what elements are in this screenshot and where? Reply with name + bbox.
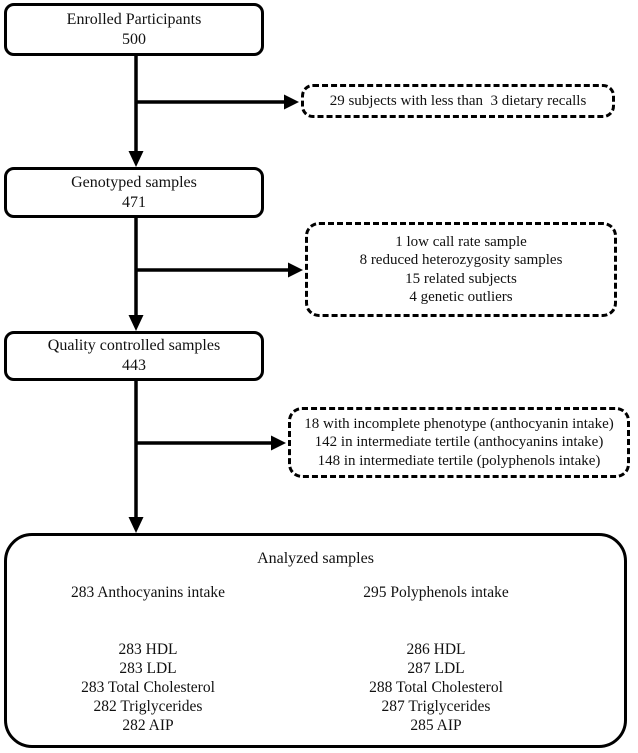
polyphenols-item: 285 AIP [410, 717, 462, 734]
arrowhead-phenotype-exclusion-icon [271, 435, 286, 451]
exclusion-box-phenotype-tertile: 18 with incomplete phenotype (anthocyani… [288, 407, 630, 478]
arrowhead-genotyped-to-quality-icon [128, 315, 144, 331]
polyphenols-intake-header: 295 Polyphenols intake [363, 584, 509, 601]
anthocyanins-item: 282 Triglycerides [93, 698, 203, 715]
box-genotyped-samples: Genotyped samples 471 [4, 167, 264, 218]
enrolled-participants-title: Enrolled Participants [66, 10, 202, 28]
arrowhead-genetic-exclusion-icon [288, 262, 303, 278]
genetic-qc-exclusion-line: 4 genetic outliers [409, 289, 513, 305]
phenotype-exclusion-line: 18 with incomplete phenotype (anthocyani… [304, 415, 614, 432]
box-quality-controlled-samples: Quality controlled samples 443 [4, 331, 264, 381]
analyzed-samples-title: Analyzed samples [257, 550, 374, 567]
box-enrolled-participants: Enrolled Participants 500 [4, 3, 264, 56]
analyzed-column-polyphenols: 295 Polyphenols intake 286 HDL 287 LDL 2… [301, 583, 571, 735]
box-analyzed-samples: Analyzed samples 283 Anthocyanins intake… [4, 533, 627, 748]
anthocyanins-item: 283 Total Cholesterol [81, 679, 215, 696]
genotyped-samples-title: Genotyped samples [71, 173, 197, 191]
genetic-qc-exclusion-line: 1 low call rate sample [395, 233, 527, 250]
anthocyanins-item: 282 AIP [122, 717, 174, 734]
quality-controlled-samples-count: 443 [122, 357, 146, 374]
dietary-recalls-exclusion-text: 29 subjects with less than 3 dietary rec… [329, 92, 587, 109]
arrowhead-quality-to-analyzed-icon [128, 517, 144, 533]
anthocyanins-item: 283 LDL [119, 660, 177, 677]
analyzed-column-anthocyanins: 283 Anthocyanins intake 283 HDL 283 LDL … [13, 583, 283, 735]
polyphenols-item: 287 Triglycerides [381, 698, 491, 715]
enrolled-participants-count: 500 [122, 30, 146, 48]
genetic-qc-exclusion-line: 8 reduced heterozygosity samples [359, 252, 563, 268]
arrowhead-dietary-exclusion-icon [284, 94, 299, 110]
polyphenols-item: 287 LDL [407, 660, 465, 677]
anthocyanins-item: 283 HDL [118, 641, 178, 658]
exclusion-box-genetic-qc: 1 low call rate sample 8 reduced heteroz… [305, 222, 617, 317]
genotyped-samples-count: 471 [122, 193, 146, 211]
phenotype-exclusion-line: 142 in intermediate tertile (anthocyanin… [314, 434, 604, 451]
polyphenols-item: 286 HDL [406, 641, 466, 658]
polyphenols-item: 288 Total Cholesterol [369, 679, 503, 696]
arrowhead-enrolled-to-genotyped-icon [128, 151, 144, 167]
anthocyanins-intake-header: 283 Anthocyanins intake [70, 584, 226, 601]
exclusion-box-dietary-recalls: 29 subjects with less than 3 dietary rec… [301, 84, 615, 118]
phenotype-exclusion-line: 148 in intermediate tertile (polyphenols… [317, 452, 601, 469]
genetic-qc-exclusion-line: 15 related subjects [405, 270, 517, 287]
quality-controlled-samples-title: Quality controlled samples [47, 337, 221, 354]
